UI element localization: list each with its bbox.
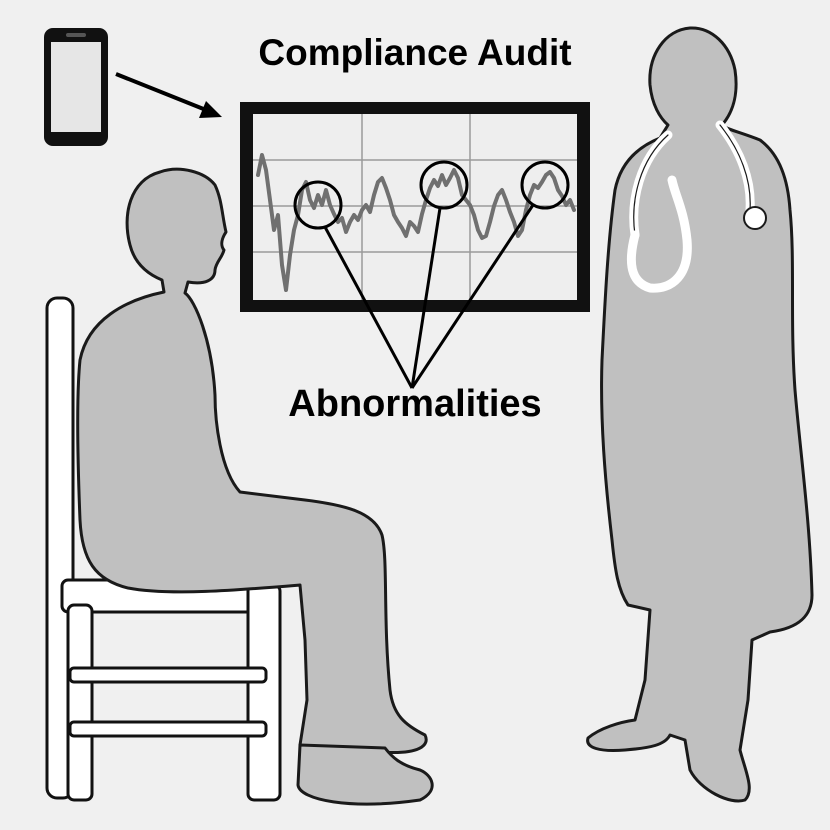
signal-trace (256, 153, 576, 292)
abnormality-markers (293, 160, 570, 389)
stethoscope-icon (626, 120, 767, 293)
diagram-title: Compliance Audit (258, 32, 572, 73)
abnormality-circle-1 (293, 180, 343, 230)
pointer-line-2 (410, 207, 442, 389)
pointer-line-1 (323, 226, 414, 389)
arrow-icon (115, 72, 222, 118)
seated-patient-silhouette (76, 167, 434, 806)
abnormalities-label: Abnormalities (288, 383, 542, 425)
smartphone-icon (44, 28, 108, 146)
abnormality-circle-2 (419, 160, 469, 210)
pointer-line-3 (410, 204, 535, 389)
doctor-silhouette (586, 26, 814, 803)
abnormality-circle-3 (520, 160, 570, 210)
monitor-display (240, 102, 590, 312)
